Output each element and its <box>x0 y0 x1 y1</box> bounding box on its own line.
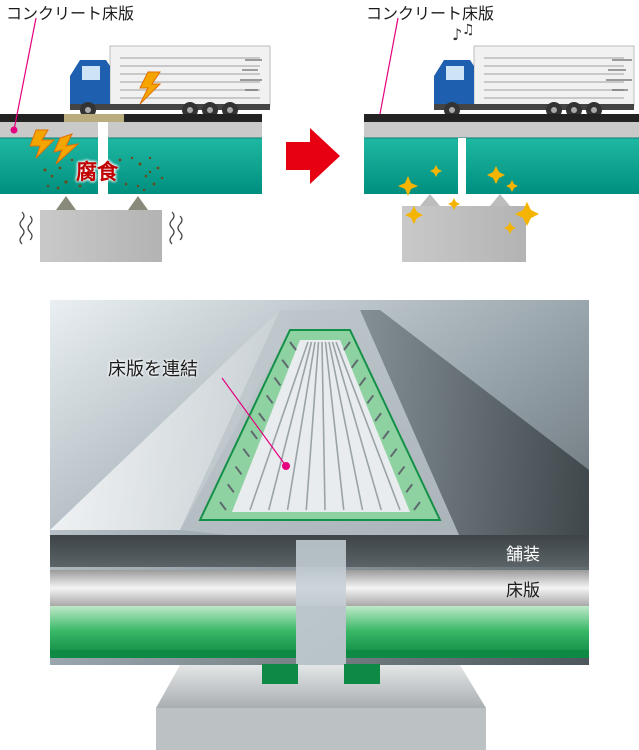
slab-layer <box>0 122 262 138</box>
slab-title-before: コンクリート床版 <box>6 4 135 23</box>
pavement-label: 舗装 <box>506 545 540 565</box>
slab-layer <box>364 122 639 138</box>
connection-rib <box>321 341 326 511</box>
edge-tooth <box>258 412 266 422</box>
slab-title-after: コンクリート床版 <box>366 4 495 23</box>
edge-tooth <box>382 430 390 440</box>
edge-tooth <box>226 483 235 493</box>
leader-line <box>221 377 287 467</box>
motion-lines-icon <box>240 59 262 91</box>
sparkle-icon <box>398 165 539 234</box>
girder-right <box>346 606 589 658</box>
connection-rib <box>335 341 401 511</box>
music-note-icon: ♪ <box>452 25 462 44</box>
connection-rib <box>249 341 309 511</box>
leader-line <box>379 17 399 115</box>
pier <box>156 665 486 708</box>
truck-icon <box>434 45 635 118</box>
edge-tooth <box>242 448 251 458</box>
pavement-layer <box>364 114 639 122</box>
edge-tooth <box>343 341 351 351</box>
edge-tooth <box>250 430 258 440</box>
edge-tooth <box>273 376 282 387</box>
edge-tooth <box>405 483 414 493</box>
lightning-icon <box>139 71 162 105</box>
joint-gap <box>458 138 466 194</box>
connection-ribs <box>219 341 421 511</box>
connection-rib <box>324 341 345 511</box>
edge-tooth <box>350 359 359 369</box>
connection-rib <box>305 341 320 511</box>
edge-tooth <box>358 376 367 387</box>
edge-tooth <box>397 465 406 476</box>
slab-label: 床版 <box>506 581 540 601</box>
connection-rib <box>328 341 364 511</box>
connection-rib <box>286 341 316 511</box>
pier <box>40 210 162 262</box>
leader-line <box>13 17 37 131</box>
after-diagram: ♪ ♫ <box>364 17 639 262</box>
pavement-layer <box>0 114 262 122</box>
girder-left <box>50 606 296 658</box>
connection-rib <box>267 341 313 511</box>
edge-tooth <box>389 448 398 458</box>
vibration-icon <box>19 211 183 245</box>
deck-connect-label: 床版を連結 <box>108 359 198 380</box>
truck-icon <box>70 45 271 118</box>
arrow-right-icon <box>286 128 340 184</box>
joint-gap <box>296 540 346 665</box>
pier <box>402 206 526 262</box>
lightning-icon <box>29 129 80 165</box>
bearing <box>262 664 298 684</box>
edge-tooth <box>234 465 243 476</box>
joint-gap <box>98 122 108 194</box>
corrosion-particles <box>43 156 164 192</box>
edge-tooth <box>413 501 421 511</box>
edge-tooth <box>281 359 290 369</box>
edge-tooth <box>374 412 382 422</box>
connection-rib <box>331 341 383 511</box>
before-diagram <box>0 17 271 262</box>
bearing <box>344 664 380 684</box>
music-note-icon: ♫ <box>462 22 475 38</box>
edge-tooth <box>219 501 227 511</box>
edge-tooth <box>265 394 274 404</box>
edge-tooth <box>289 341 297 351</box>
motion-lines-icon <box>606 59 632 91</box>
corrosion-label: 腐食 <box>76 160 118 184</box>
edge-tooth <box>366 394 375 404</box>
